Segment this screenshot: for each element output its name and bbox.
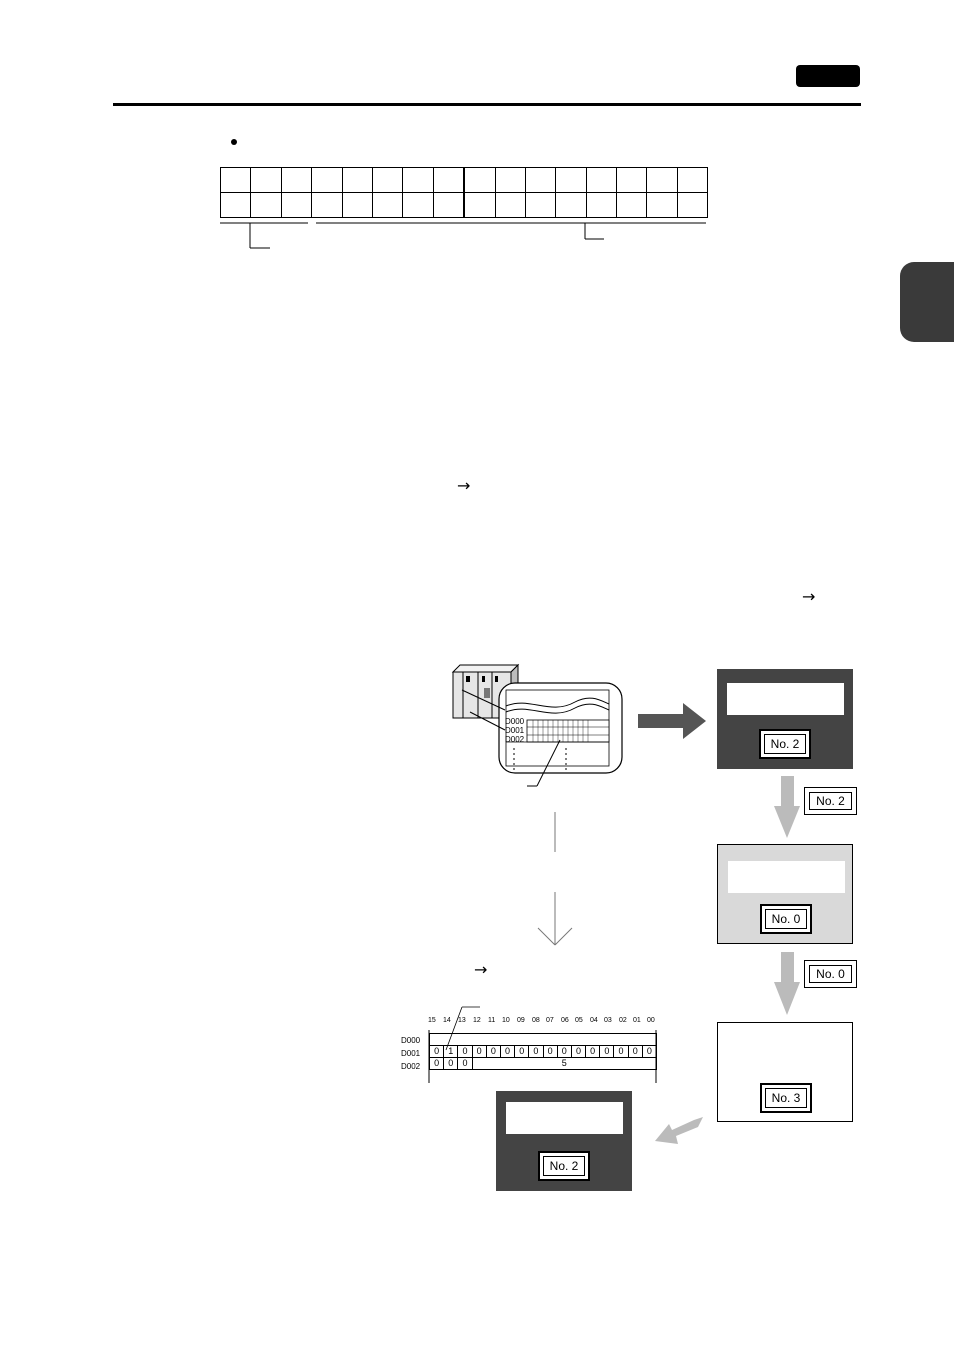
screen-number-tag-label: No. 2 (809, 792, 852, 810)
bit-cell: 0 (613, 1045, 629, 1058)
bit-cell: 1 (443, 1045, 459, 1058)
bit-header: 13 (458, 1017, 466, 1024)
bit-header: 11 (488, 1017, 496, 1024)
bit-header: 06 (561, 1017, 569, 1024)
bit-header: 08 (532, 1017, 540, 1024)
register-row-label: D000 (401, 1036, 421, 1045)
switch-button-label: No. 2 (763, 734, 807, 754)
bit-cell: 0 (641, 1045, 658, 1058)
screen-display-bar (728, 861, 845, 893)
bit-header: 03 (604, 1017, 612, 1024)
bit-header: 01 (633, 1017, 641, 1024)
chapter-tab (796, 65, 860, 87)
closeup-register-labels: D000 D001 D002 (505, 717, 524, 744)
bit-cell: 0 (556, 1045, 572, 1058)
bit-cell: 0 (471, 1045, 487, 1058)
bit-header: 02 (619, 1017, 627, 1024)
bullet-icon (231, 139, 237, 145)
bit-header: 15 (428, 1017, 436, 1024)
table-row: 0 1 0 0 0 0 0 0 0 0 0 0 0 0 0 0 (428, 1045, 658, 1058)
register-label: D001 (505, 726, 525, 735)
switch-button[interactable]: No. 0 (760, 904, 812, 934)
bit-header: 12 (473, 1017, 481, 1024)
switch-button-label: No. 2 (542, 1156, 586, 1176)
screen-number-tag-label: No. 0 (809, 965, 852, 983)
switch-button[interactable]: No. 3 (760, 1083, 812, 1113)
bit-cell: 0 (428, 1057, 445, 1070)
screen-display-bar (506, 1102, 623, 1134)
screen-number-tag: No. 2 (804, 787, 857, 815)
switch-button-label: No. 0 (764, 909, 808, 929)
side-index-tab (900, 262, 954, 342)
bit-cell: 0 (514, 1045, 530, 1058)
screen-display-bar (727, 683, 844, 715)
bit-cell: 0 (457, 1057, 473, 1070)
register-row-label: D002 (401, 1062, 421, 1071)
arrow-glyph: → (802, 587, 816, 606)
bit-header: 09 (517, 1017, 525, 1024)
bit-header: 05 (575, 1017, 583, 1024)
bit-cell: 0 (499, 1045, 516, 1058)
bit-cell: 0 (485, 1045, 501, 1058)
down-arrow-icon (774, 952, 800, 1015)
register-label: D002 (505, 735, 525, 744)
bit-cell: 0 (585, 1045, 601, 1058)
switch-button-label: No. 3 (764, 1088, 808, 1108)
screen-result: No. 2 (496, 1091, 632, 1191)
arrow-glyph: → (457, 476, 471, 495)
bit-cell: 0 (457, 1045, 473, 1058)
bit-header: 10 (502, 1017, 510, 1024)
table-row: 0 0 0 5 (428, 1057, 658, 1070)
table-row (429, 1033, 657, 1046)
bit-cell: 0 (528, 1045, 544, 1058)
bit-header: 07 (546, 1017, 554, 1024)
switch-button[interactable]: No. 2 (759, 729, 811, 759)
register-label: D000 (505, 717, 525, 726)
header-rule (113, 103, 861, 106)
bit-cell: 0 (428, 1045, 445, 1058)
bit-cell: 0 (443, 1057, 459, 1070)
register-row-label: D001 (401, 1049, 421, 1058)
bit-cell: 0 (542, 1045, 558, 1058)
screen-number-tag: No. 0 (804, 960, 857, 988)
bit-cell: 0 (627, 1045, 643, 1058)
diagonal-arrow-icon (655, 1117, 703, 1144)
screen-second: No. 0 (717, 844, 853, 944)
magnified-view (461, 682, 623, 774)
down-arrow-icon (774, 776, 800, 838)
bit-cell: 0 (599, 1045, 615, 1058)
bit-format-table (219, 167, 709, 218)
bit-header: 14 (443, 1017, 451, 1024)
screen-initial: No. 2 (717, 669, 853, 769)
register-bit-table: 0 1 0 0 0 0 0 0 0 0 0 0 0 0 0 0 0 0 0 5 (428, 1033, 658, 1070)
screen-third: No. 3 (717, 1022, 853, 1122)
bit-header: 04 (590, 1017, 598, 1024)
bit-cell: 0 (570, 1045, 587, 1058)
screen-number-cell: 5 (471, 1057, 658, 1070)
bit-header-row: 15 14 13 12 11 10 09 08 07 06 05 04 03 0… (428, 1017, 658, 1027)
arrow-glyph: → (474, 960, 488, 979)
switch-button[interactable]: No. 2 (538, 1151, 590, 1181)
register-row-labels: D000 D001 D002 (401, 1034, 420, 1073)
bit-header: 00 (647, 1017, 655, 1024)
dark-arrow-icon (638, 703, 706, 739)
